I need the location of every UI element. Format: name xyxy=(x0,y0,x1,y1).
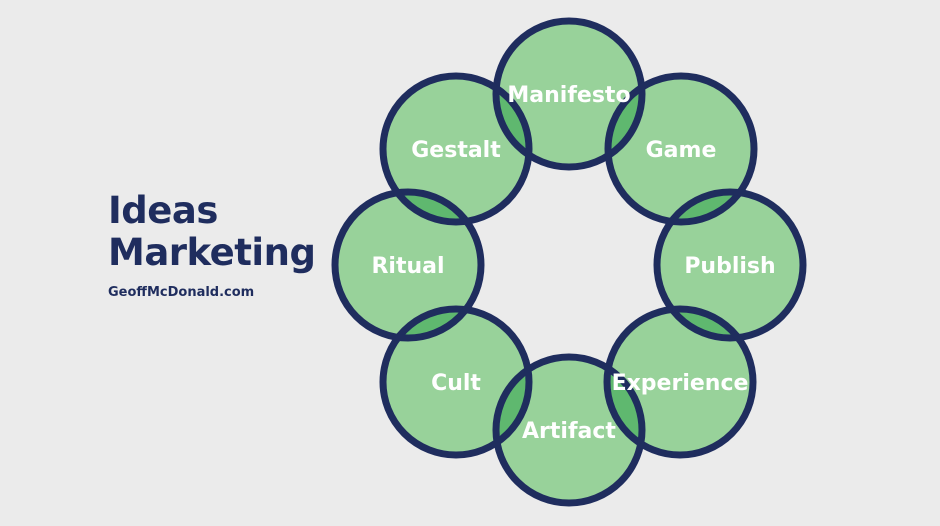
circle-gestalt xyxy=(383,76,529,222)
circle-outline xyxy=(331,188,485,342)
node-label: Gestalt xyxy=(411,138,501,163)
node-label: Cult xyxy=(431,371,481,396)
circle-ritual xyxy=(335,192,481,338)
circle-outline xyxy=(379,72,533,226)
circle-outline xyxy=(379,305,533,459)
circle-outline xyxy=(603,305,757,459)
circle-outline xyxy=(653,188,807,342)
circle-publish xyxy=(657,192,803,338)
title-line-2: Marketing xyxy=(108,231,316,274)
circle-outline xyxy=(492,353,646,507)
node-label: Publish xyxy=(684,254,775,279)
node-label: Ritual xyxy=(371,254,444,279)
site-url: GeoffMcDonald.com xyxy=(108,285,255,300)
node-label: Manifesto xyxy=(507,83,630,108)
circle-cult xyxy=(383,309,529,455)
title-line-1: Ideas xyxy=(108,189,218,232)
circle-outline xyxy=(492,17,646,171)
circle-outline xyxy=(604,72,758,226)
diagram-title: Ideas Marketing xyxy=(108,189,316,274)
node-label: Game xyxy=(646,138,717,163)
node-label: Experience xyxy=(612,371,749,396)
circle-manifesto xyxy=(496,21,642,167)
node-label: Artifact xyxy=(522,419,616,444)
circle-game xyxy=(608,76,754,222)
